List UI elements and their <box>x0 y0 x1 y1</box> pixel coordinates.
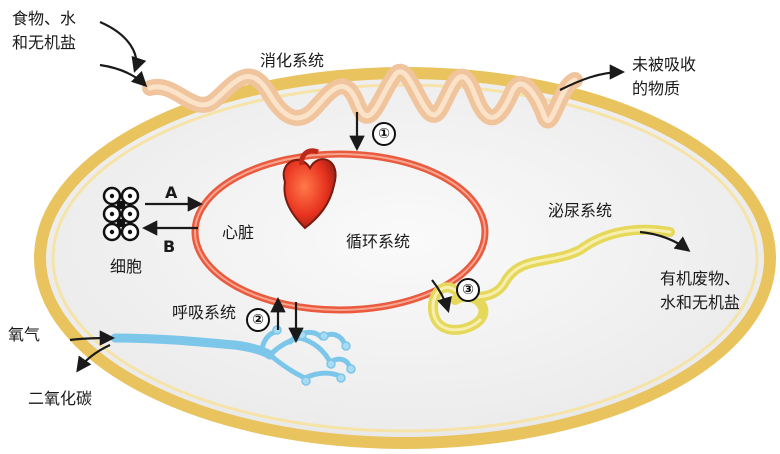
circulatory-system-label: 循环系统 <box>346 231 410 253</box>
marker-2: ② <box>246 308 270 332</box>
cells-label: 细胞 <box>110 256 142 278</box>
body-outline <box>40 73 770 443</box>
food-label-line1: 食物、水 <box>12 8 76 30</box>
marker-1: ① <box>372 122 396 146</box>
unabsorbed-label-line1: 未被吸收 <box>632 54 696 76</box>
co2-label: 二氧化碳 <box>28 388 92 410</box>
food-label-line2: 和无机盐 <box>12 32 76 54</box>
oxygen-label: 氧气 <box>8 324 40 346</box>
unabsorbed-label-line2: 的物质 <box>632 78 680 100</box>
waste-label-line1: 有机废物、 <box>660 268 740 290</box>
respiratory-system-label: 呼吸系统 <box>172 302 236 324</box>
waste-label-line2: 水和无机盐 <box>660 292 740 314</box>
marker-3: ③ <box>456 278 480 302</box>
food-in-arrow <box>100 22 136 70</box>
heart-label: 心脏 <box>222 222 254 244</box>
arrow-label-a: A <box>165 182 177 204</box>
urinary-system-label: 泌尿系统 <box>548 200 612 222</box>
cell-cluster-icon <box>104 188 138 240</box>
digestive-system-label: 消化系统 <box>260 50 324 72</box>
food-in-arrow-2 <box>100 65 145 85</box>
arrow-label-b: B <box>163 236 175 258</box>
